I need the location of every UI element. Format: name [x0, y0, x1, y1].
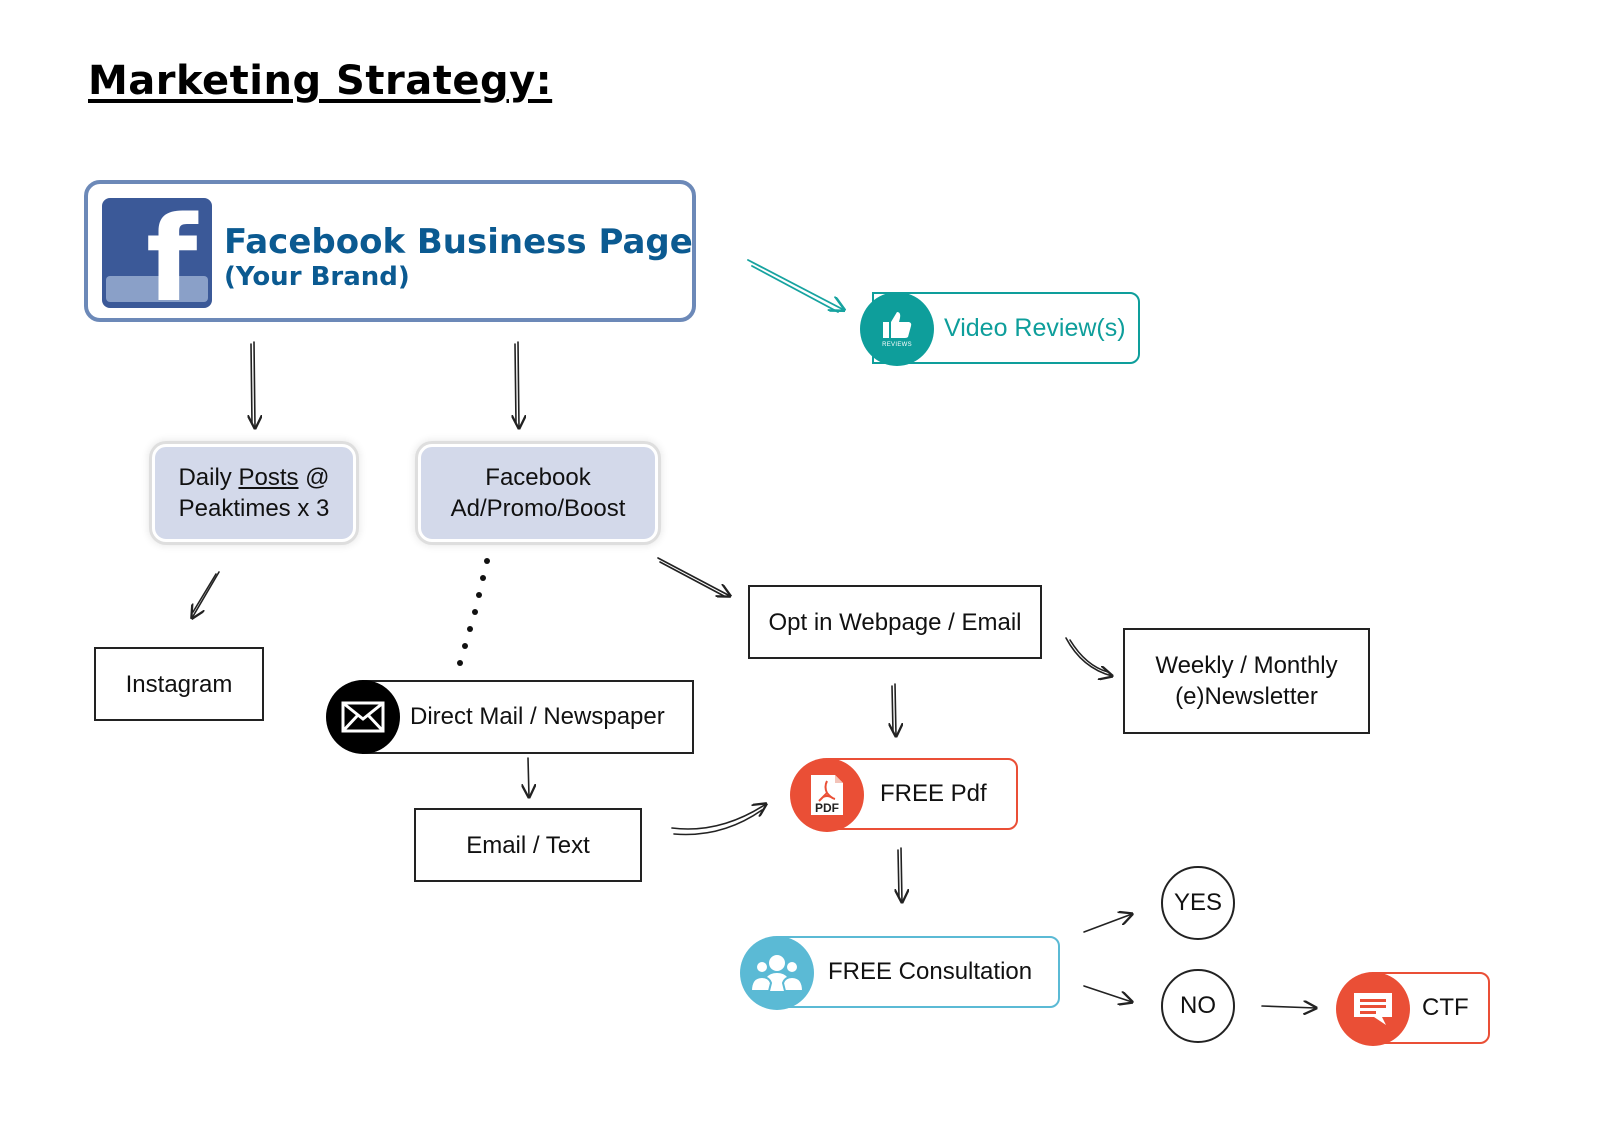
arrow-email-to-pdf: [671, 804, 766, 830]
video-reviews-label: Video Review(s): [944, 313, 1126, 342]
free-consultation-label: FREE Consultation: [828, 958, 1033, 985]
arrow-ad-to-optin: [657, 557, 730, 596]
arrow-posts-to-instagram: [192, 571, 220, 618]
opt-in-webpage-box: Opt in Webpage / Email: [748, 585, 1042, 659]
dotted-connector: [457, 558, 490, 666]
direct-mail-label: Direct Mail / Newspaper: [410, 703, 665, 730]
facebook-logo-icon: f: [102, 198, 212, 308]
facebook-subtitle: (Your Brand): [224, 262, 410, 292]
ctf-node: CTF: [1336, 972, 1490, 1046]
email-text-box: Email / Text: [414, 808, 642, 882]
pdf-file-icon: PDF: [790, 758, 864, 832]
chat-bubble-icon: [1336, 972, 1410, 1046]
free-consultation-node: FREE Consultation: [740, 936, 1060, 1010]
instagram-box: Instagram: [94, 647, 264, 721]
arrow-consult-to-no: [1083, 985, 1132, 1002]
arrow-consult-to-yes: [1083, 914, 1132, 933]
users-icon: [740, 936, 814, 1010]
free-pdf-node: PDF FREE Pdf: [790, 758, 1018, 832]
direct-mail-node: Direct Mail / Newspaper: [326, 680, 694, 754]
envelope-icon: [326, 680, 400, 754]
ctf-label: CTF: [1422, 994, 1469, 1021]
facebook-title: Facebook Business Page: [224, 222, 693, 262]
arrow-optin-to-newsletter: [1065, 637, 1112, 676]
arrow-fb-to-ad: [518, 341, 519, 428]
arrow-optin-to-pdf: [895, 683, 896, 736]
thumbs-up-icon: REVIEWS: [860, 292, 934, 366]
daily-posts-box: Daily Posts @ Peaktimes x 3: [152, 444, 356, 542]
reviews-caption: REVIEWS: [882, 342, 912, 348]
arrow-no-to-ctf: [1261, 1006, 1316, 1008]
yes-node: YES: [1161, 866, 1235, 940]
arrow-pdf-to-consult: [901, 847, 902, 902]
page-title: Marketing Strategy:: [88, 58, 553, 104]
no-node: NO: [1161, 969, 1235, 1043]
pdf-caption: PDF: [815, 801, 839, 815]
newsletter-box: Weekly / Monthly (e)Newsletter: [1123, 628, 1370, 734]
free-pdf-label: FREE Pdf: [880, 780, 987, 807]
arrow-mail-to-email: [528, 757, 529, 797]
posts-link[interactable]: Posts: [238, 464, 299, 491]
arrow-fb-to-video-reviews: [747, 259, 844, 310]
facebook-logo-letter: f: [146, 198, 198, 308]
facebook-business-page-box: f Facebook Business Page (Your Brand): [84, 180, 696, 322]
facebook-ad-box: Facebook Ad/Promo/Boost: [418, 444, 658, 542]
arrow-fb-to-daily-posts: [254, 341, 255, 428]
video-reviews-node: REVIEWS Video Review(s): [860, 292, 1140, 366]
